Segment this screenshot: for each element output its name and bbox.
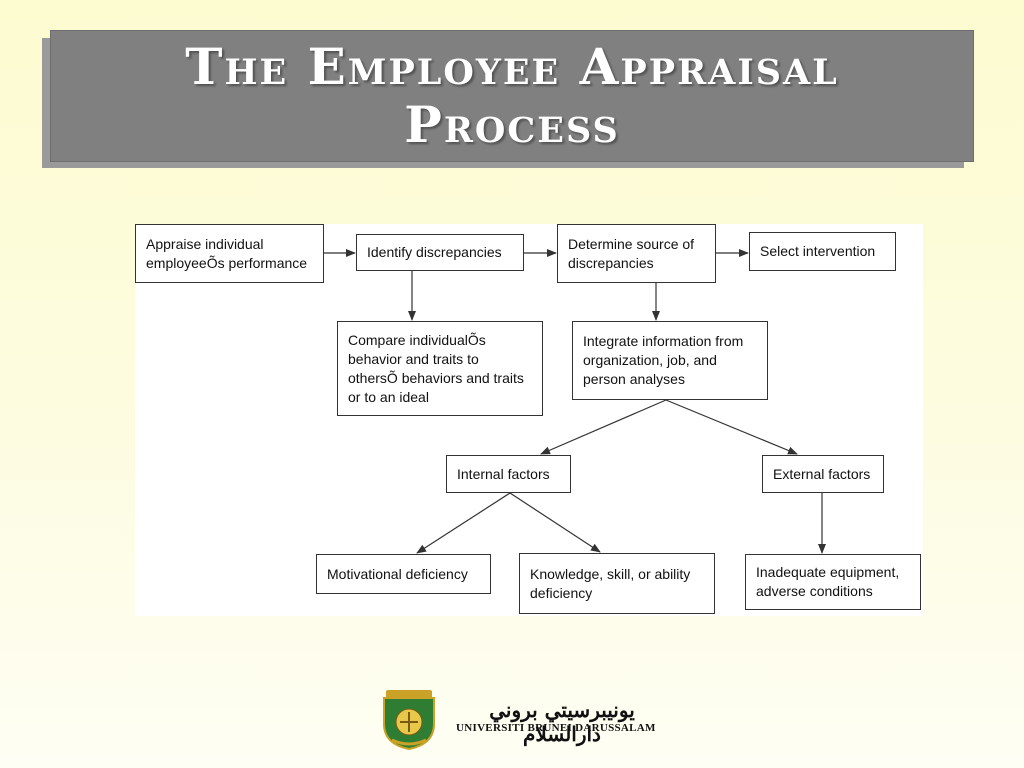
node-motivational: Motivational deficiency — [316, 554, 491, 594]
node-internal-factors: Internal factors — [446, 455, 571, 493]
node-equipment: Inadequate equipment, adverse conditions — [745, 554, 921, 610]
slide-title: The Employee Appraisal Process — [185, 37, 839, 154]
node-identify: Identify discrepancies — [356, 234, 524, 271]
node-select: Select intervention — [749, 232, 896, 271]
arrow-internal-motivational — [416, 492, 511, 554]
node-compare: Compare individualÕs behavior and traits… — [337, 321, 543, 416]
arrow-integrate-external — [665, 399, 798, 455]
university-logo: يونيبرسيتي بروني دارالسلام UNIVERSITI BR… — [380, 688, 680, 750]
crest-icon — [383, 690, 435, 750]
flowchart-diagram: Appraise individual employeeÕs performan… — [135, 224, 923, 616]
connector-lines — [324, 249, 826, 554]
university-arabic-name: يونيبرسيتي بروني دارالسلام — [489, 698, 635, 746]
node-integrate: Integrate information from organization,… — [572, 321, 768, 400]
arrow-internal-knowledge — [509, 492, 601, 553]
university-name: UNIVERSITI BRUNEI DARUSSALAM — [456, 722, 656, 734]
node-determine: Determine source of discrepancies — [557, 224, 716, 283]
node-knowledge: Knowledge, skill, or ability deficiency — [519, 553, 715, 614]
arrow-integrate-internal — [540, 399, 667, 455]
title-bar: The Employee Appraisal Process — [50, 30, 974, 162]
node-external-factors: External factors — [762, 455, 884, 493]
node-appraise: Appraise individual employeeÕs performan… — [135, 224, 324, 283]
